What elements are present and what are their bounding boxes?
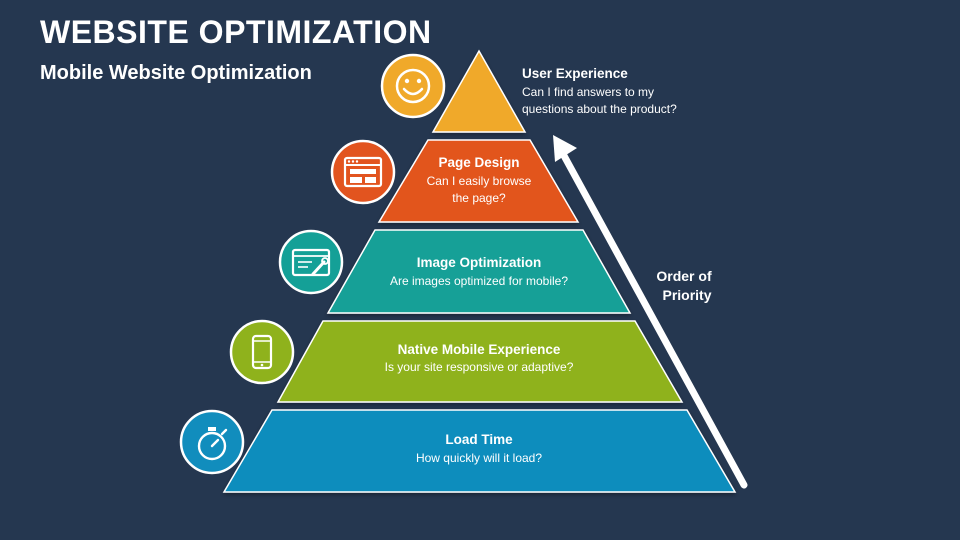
user-experience-title: User Experience [522,66,628,81]
image-optimization-desc: Are images optimized for mobile? [390,274,568,288]
page-design-title: Page Design [438,155,519,170]
native-mobile-desc: Is your site responsive or adaptive? [385,360,574,374]
pyramid-level-native-mobile [276,320,684,403]
pyramid-level-page-design [377,139,580,223]
pyramid-level-image-optimization [326,229,632,314]
page-subtitle: Mobile Website Optimization [40,62,312,84]
pyramid-level-user-experience [431,49,527,133]
page-design-desc-line1: Can I easily browse [427,174,532,188]
priority-label-line2: Priority [662,287,711,303]
priority-arrow [553,135,748,489]
smartphone-icon [229,319,295,385]
page-design-desc-line2: the page? [452,191,506,205]
pyramid-level-load-time [222,409,737,493]
browser-layout-icon [330,139,396,205]
priority-label-line1: Order of [656,268,712,284]
load-time-title: Load Time [445,432,513,447]
page-title: WEBSITE OPTIMIZATION [40,14,432,50]
native-mobile-title: Native Mobile Experience [398,342,561,357]
load-time-desc: How quickly will it load? [416,451,542,465]
user-experience-desc-line1: Can I find answers to my [522,85,654,99]
smiley-icon [380,53,446,119]
user-experience-desc-line2: questions about the product? [522,102,677,116]
stopwatch-icon [179,409,245,475]
image-edit-icon [278,229,344,295]
image-optimization-title: Image Optimization [417,255,542,270]
